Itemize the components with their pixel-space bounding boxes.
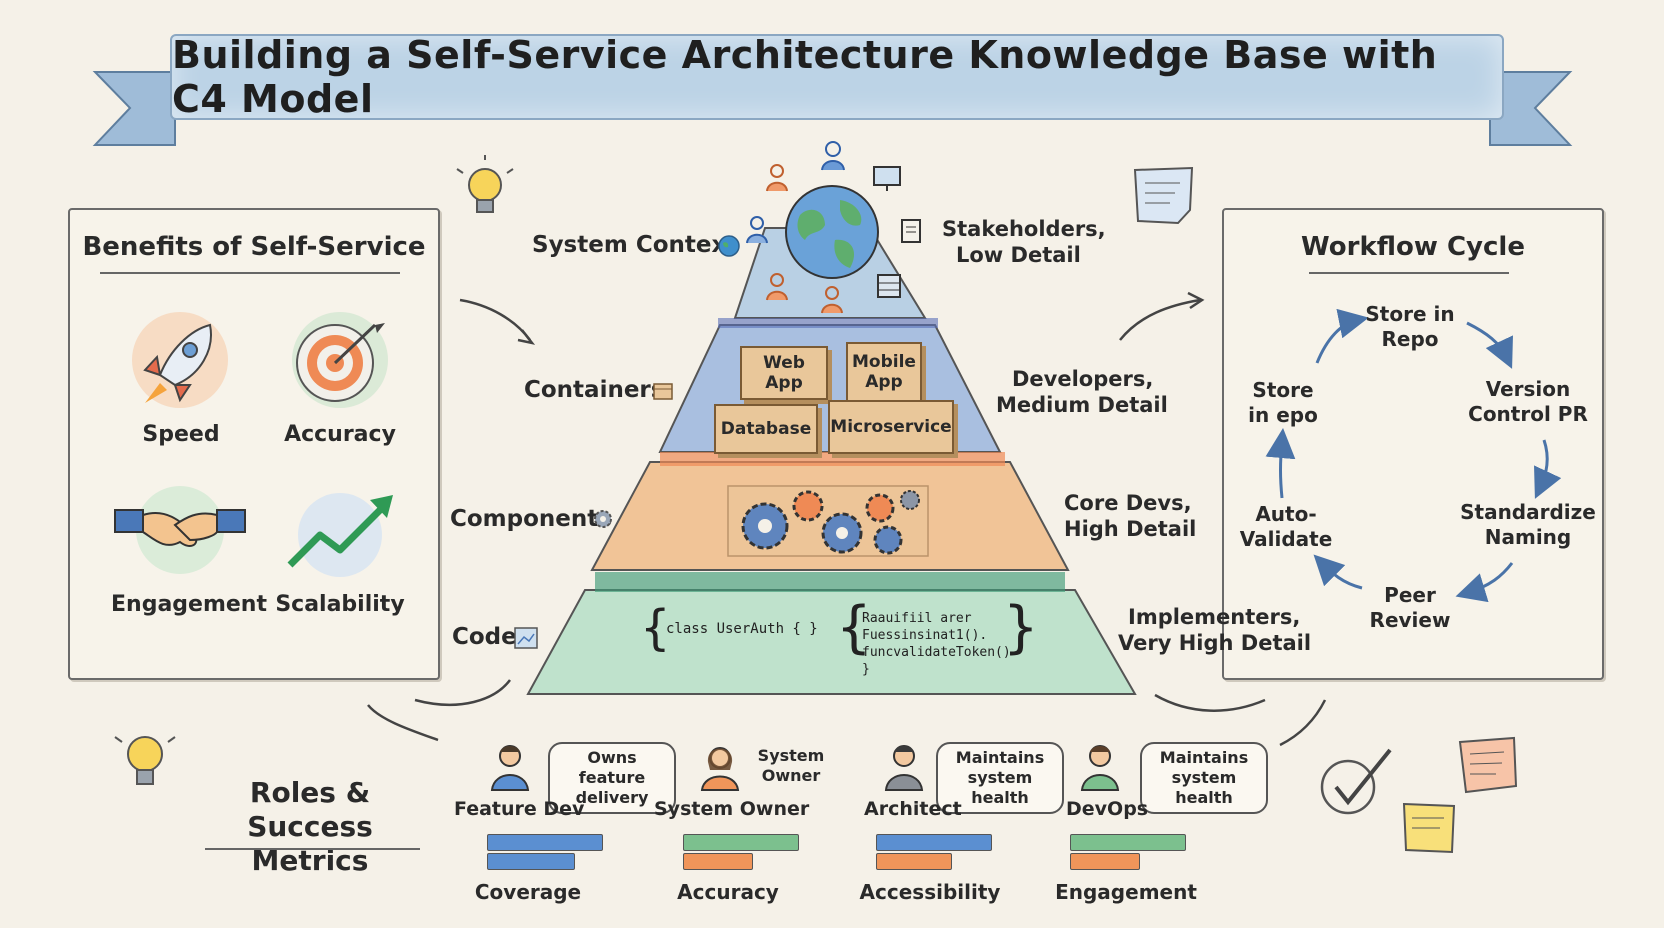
role-devops-label: DevOps — [1066, 798, 1149, 820]
user-icon — [821, 286, 843, 314]
server-icon — [877, 274, 901, 298]
code-brace-left-b: { — [836, 595, 872, 660]
benefit-engagement-label: Engagement — [111, 592, 267, 617]
target-icon — [292, 312, 388, 408]
layer-containers-audience: Developers,Medium Detail — [996, 367, 1168, 417]
layer-system-context-audience: Stakeholders,Low Detail — [942, 217, 1106, 267]
gear-icon — [594, 510, 612, 528]
growth-arrow-icon — [287, 493, 393, 577]
code-function-block: Raauifiil arer Fuessinsinat1(). funcvali… — [862, 611, 1011, 677]
roles-heading: Roles &Success Metrics — [247, 776, 373, 877]
layer-code-audience: Implementers,Very High Detail — [1118, 605, 1312, 655]
user-icon — [766, 164, 788, 192]
checkmark-icon — [1320, 748, 1392, 815]
globe-small-icon — [718, 235, 740, 257]
code-file-icon — [514, 627, 538, 649]
lightbulb-icon — [456, 155, 514, 213]
components-gears — [727, 485, 929, 557]
layer-system-context-label: System Context — [532, 232, 738, 258]
container-microservice: Microservice — [828, 400, 954, 454]
layer-containers-label: Containers — [524, 377, 665, 403]
benefits-panel: Benefits of Self-Service Speed Accuracy … — [68, 208, 440, 680]
workflow-heading: Workflow Cycle — [1301, 232, 1525, 262]
metric-coverage-bar-top — [487, 834, 603, 851]
avatar — [700, 747, 740, 791]
code-brace-right-b: } — [1003, 595, 1039, 660]
code-class-line: class UserAuth { } — [666, 621, 818, 637]
benefits-heading: Benefits of Self-Service — [82, 232, 426, 262]
banner-ribbon — [92, 71, 1573, 146]
metric-accessibility-bar-top — [876, 834, 992, 851]
metric-engagement-bar-top — [1070, 834, 1186, 851]
layer-code-label: Code — [452, 624, 517, 650]
code-brace-left-a: { — [640, 600, 671, 656]
lightbulb-icon — [114, 736, 176, 785]
box-icon — [653, 383, 673, 400]
user-icon — [821, 141, 845, 171]
handshake-icon — [114, 486, 246, 574]
layer-components-audience: Core Devs,High Detail — [1064, 491, 1197, 541]
monitor-icon — [873, 166, 901, 191]
metric-accuracy-label: Accuracy — [677, 880, 779, 904]
metric-coverage-bar-bottom — [487, 853, 575, 870]
workflow-cycle-arrows — [1265, 308, 1562, 603]
metric-accuracy-bar-bottom — [683, 853, 753, 870]
sticky-note-icon — [1402, 802, 1456, 854]
container-web-app: Web App — [740, 346, 828, 400]
avatar — [490, 745, 530, 791]
avatar — [1080, 745, 1120, 791]
globe-icon — [785, 185, 879, 279]
page-title: Building a Self-Service Architecture Kno… — [170, 33, 1504, 121]
metric-engagement-bar-bottom — [1070, 853, 1140, 870]
metric-coverage-label: Coverage — [474, 880, 582, 904]
benefit-accuracy-label: Accuracy — [284, 422, 396, 447]
metric-engagement-label: Engagement — [1055, 880, 1197, 904]
role-feature-dev-label: Feature Dev — [454, 798, 585, 820]
benefit-speed-label: Speed — [142, 422, 220, 447]
rocket-icon — [132, 312, 228, 408]
sticky-note-icon — [1133, 166, 1194, 225]
metric-accessibility-label: Accessibility — [859, 880, 1001, 904]
user-icon — [746, 216, 768, 244]
container-database: Database — [714, 404, 818, 454]
metric-accuracy-bar-top — [683, 834, 799, 851]
user-icon — [766, 273, 788, 301]
layer-components-label: Components — [450, 506, 612, 532]
workflow-step-auto-validate: Auto-Validate — [1239, 502, 1333, 551]
document-icon — [901, 219, 921, 243]
metric-accessibility-bar-bottom — [876, 853, 952, 870]
role-system-owner-label: System Owner — [654, 798, 810, 820]
benefit-scalability-label: Scalability — [275, 592, 405, 617]
avatar — [884, 745, 924, 791]
sticky-note-icon — [1458, 736, 1518, 794]
role-architect-label: Architect — [864, 798, 962, 820]
